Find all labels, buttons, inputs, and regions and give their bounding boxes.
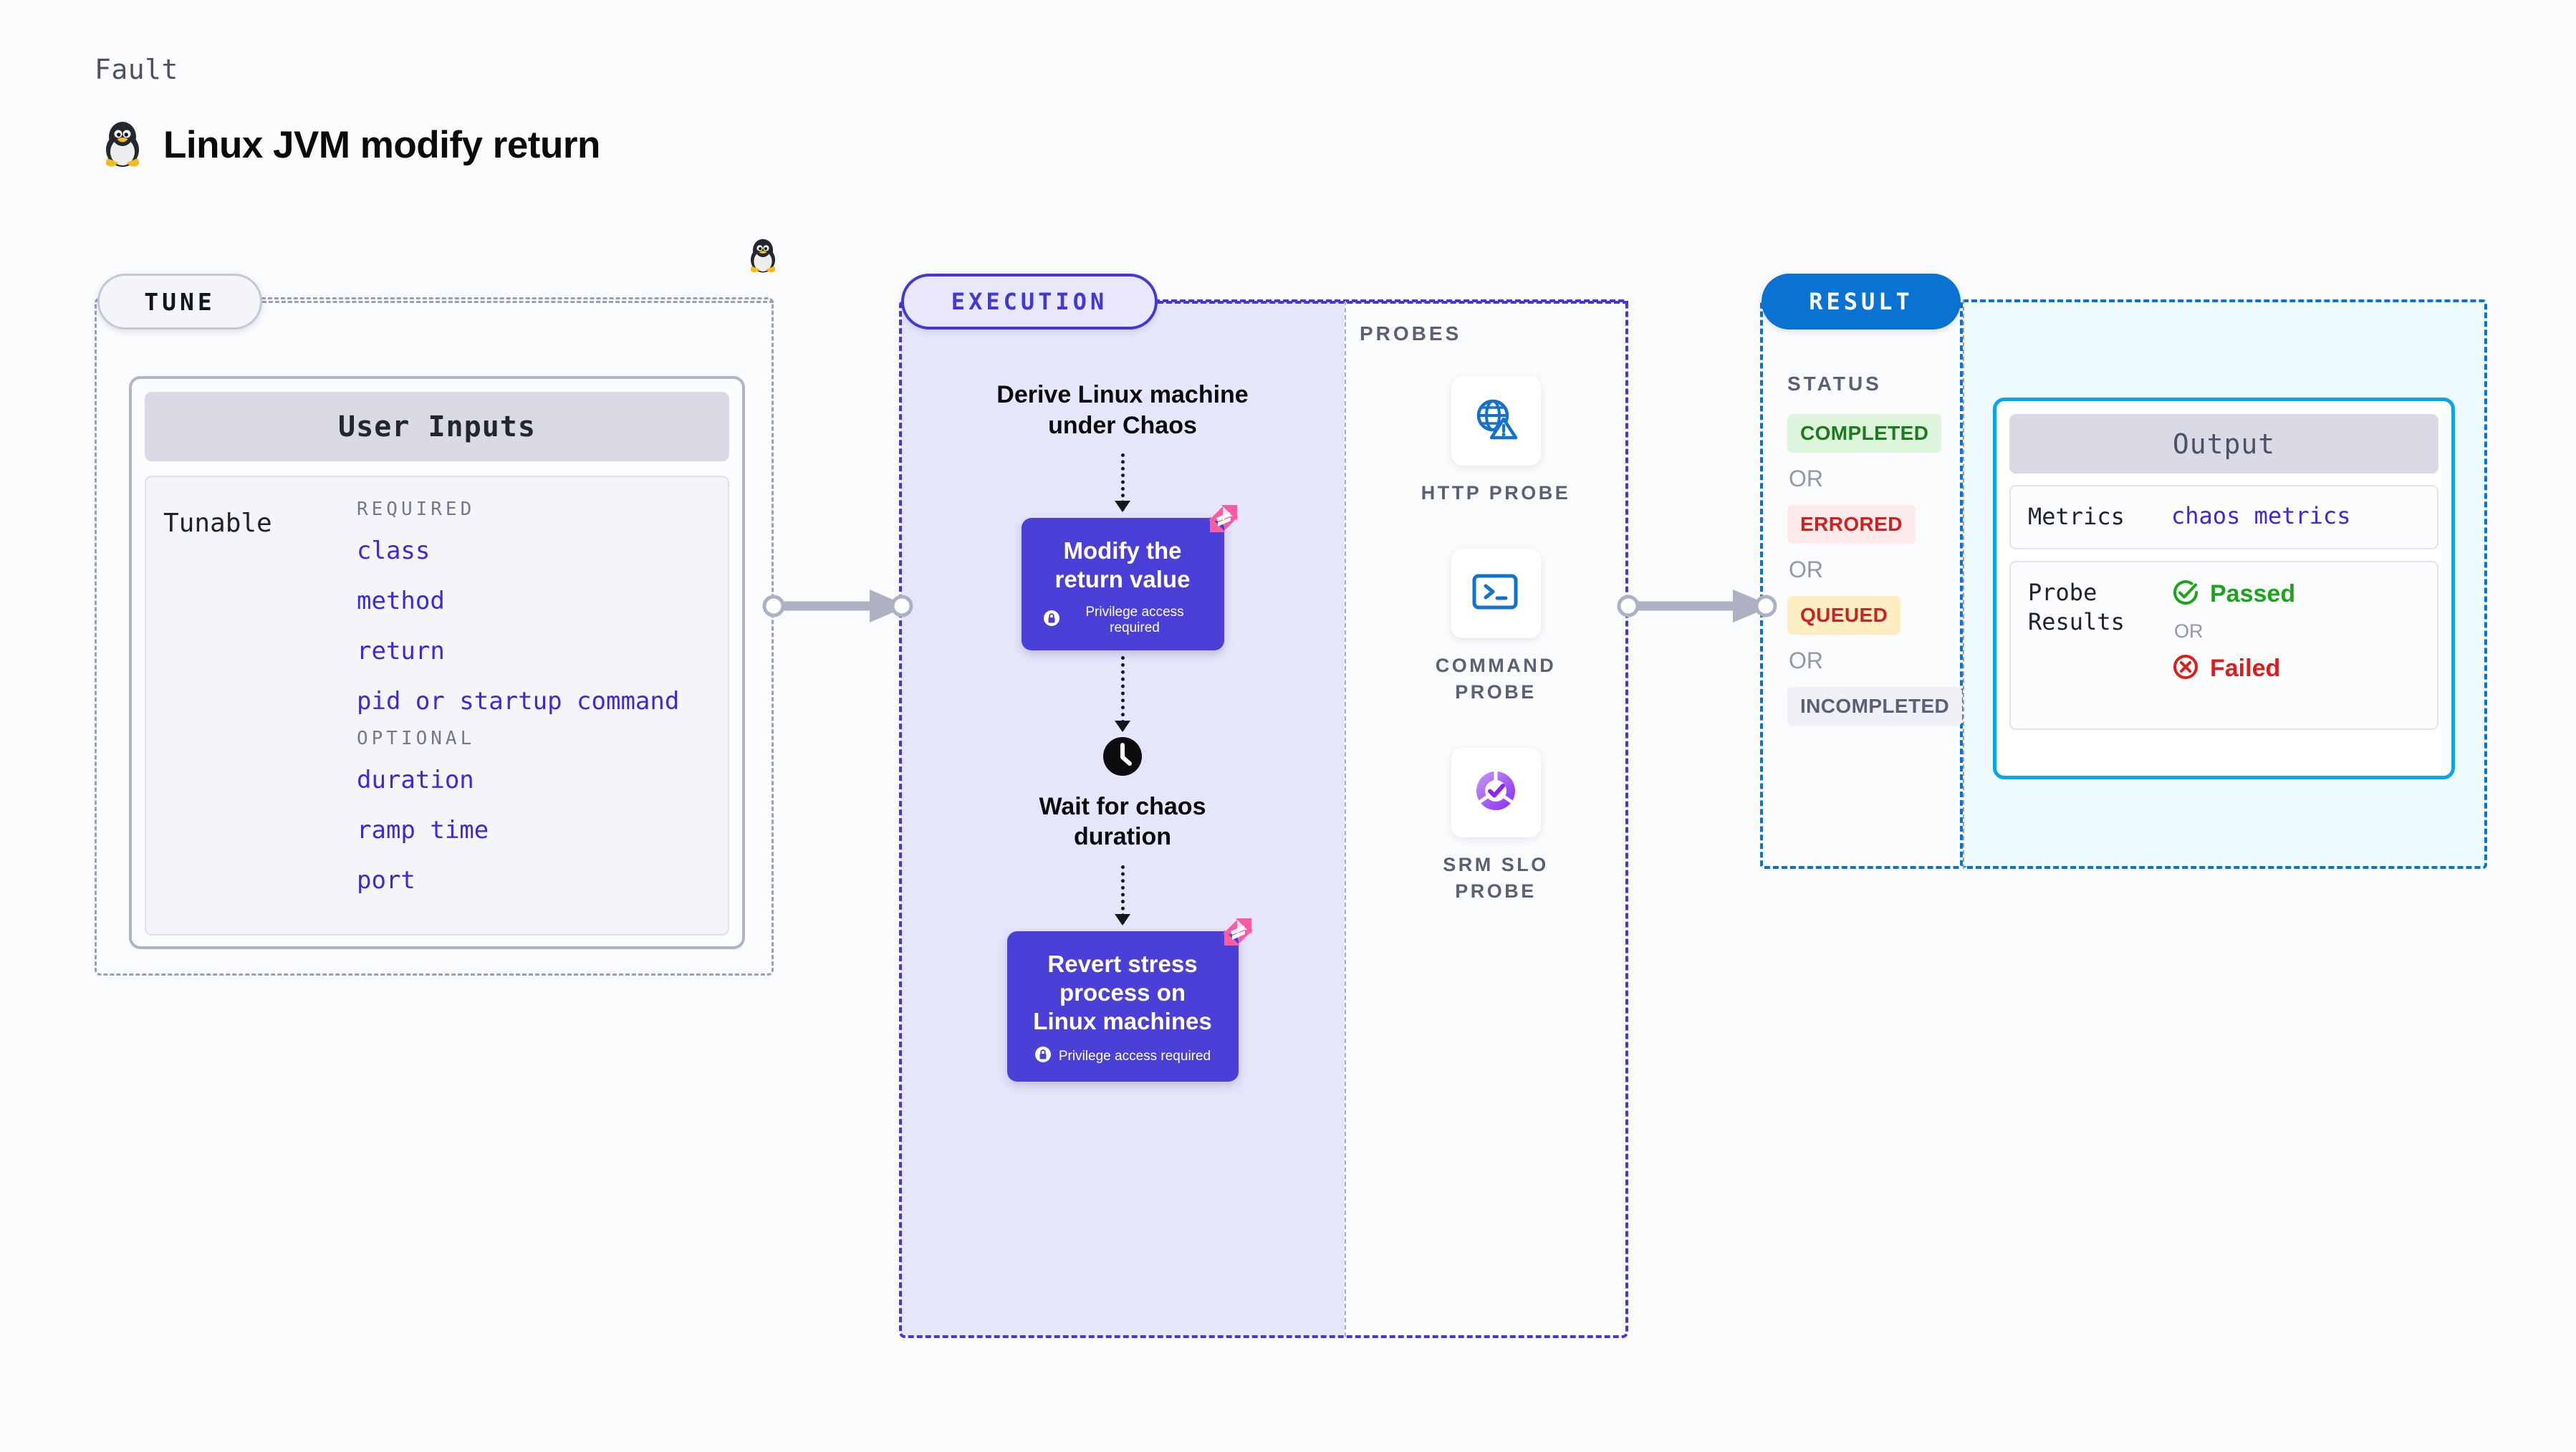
probes-list: HTTP PROBE COMMAND PROBE: [1413, 376, 1578, 947]
tunable-item[interactable]: ramp time: [357, 816, 489, 845]
execution-probes-divider: [1345, 301, 1346, 1337]
or-separator: OR: [2174, 620, 2203, 642]
status-section-label: STATUS: [1787, 372, 1882, 395]
tunable-item[interactable]: pid or startup command: [357, 687, 680, 716]
page-title-row: Linux JVM modify return: [100, 118, 600, 172]
tunable-label: Tunable: [163, 509, 272, 538]
probe-caption: SRM SLO PROBE: [1443, 854, 1549, 902]
output-metrics-row: Metrics chaos metrics: [2009, 485, 2438, 549]
x-circle-icon: [2171, 653, 2200, 685]
probe-item-srm-slo[interactable]: SRM SLO PROBE: [1413, 748, 1578, 904]
privilege-note-text: Privilege access required: [1058, 1049, 1211, 1064]
or-separator: OR: [1789, 557, 1823, 582]
privilege-note: Privilege access required: [1043, 605, 1203, 636]
tunable-item[interactable]: method: [357, 587, 445, 615]
probe-caption: HTTP PROBE: [1421, 482, 1571, 504]
lock-icon: [1034, 1046, 1052, 1067]
linux-penguin-icon: [100, 118, 145, 172]
clock-icon: [1102, 736, 1143, 780]
page-title: Linux JVM modify return: [163, 124, 600, 166]
output-metrics-key: Metrics: [2028, 503, 2125, 530]
tune-pill[interactable]: TUNE: [97, 274, 262, 330]
tunable-item[interactable]: class: [357, 537, 431, 565]
result-inner-divider: [1963, 299, 1964, 869]
tune-top-dash: [262, 301, 774, 303]
probe-tile[interactable]: [1451, 549, 1541, 639]
execution-top-dash: [1158, 301, 1628, 304]
tunable-group-heading-required: REQUIRED: [357, 499, 476, 520]
or-separator: OR: [1789, 466, 1823, 491]
connector-tune-to-execution: [761, 586, 915, 630]
privilege-note-text: Privilege access required: [1085, 604, 1184, 635]
status-badge: INCOMPLETED: [1787, 687, 1963, 726]
tunable-item[interactable]: duration: [357, 766, 474, 794]
probe-result-failed-text: Failed: [2210, 654, 2281, 682]
status-badge: COMPLETED: [1787, 414, 1942, 453]
probe-item-http[interactable]: HTTP PROBE: [1421, 376, 1571, 506]
lock-icon: [1043, 610, 1060, 631]
fault-eyebrow-label: Fault: [95, 54, 178, 85]
output-card: Output Metrics chaos metrics Probe Resul…: [1993, 398, 2455, 779]
probe-result-passed: Passed: [2171, 578, 2295, 610]
probes-section-label: PROBES: [1360, 322, 1462, 345]
execution-action-title: Modify the return value: [1054, 537, 1191, 593]
status-badge-list: COMPLETED OR ERRORED OR QUEUED OR INCOMP…: [1787, 414, 1963, 726]
result-pill[interactable]: RESULT: [1762, 274, 1961, 330]
flow-arrow-down-icon: [1115, 865, 1130, 925]
check-circle-icon: [2171, 578, 2200, 610]
tune-section-box: [95, 297, 774, 976]
output-probe-results-row: Probe Results Passed OR: [2009, 560, 2438, 730]
probe-item-command[interactable]: COMMAND PROBE: [1413, 549, 1578, 705]
probe-tile[interactable]: [1451, 748, 1541, 838]
globe-warning-icon: [1470, 393, 1522, 448]
harness-chaos-badge-icon: [1219, 913, 1257, 955]
tunable-item[interactable]: return: [357, 637, 445, 665]
or-separator: OR: [1789, 648, 1823, 673]
linux-penguin-corner-icon: [746, 236, 779, 277]
output-title: Output: [2009, 414, 2438, 473]
harness-chaos-badge-icon: [1204, 499, 1243, 542]
tunable-list: REQUIRED class method return pid or star…: [357, 499, 711, 913]
probe-result-passed-text: Passed: [2210, 580, 2296, 607]
privilege-note: Privilege access required: [1029, 1046, 1217, 1067]
status-badge: ERRORED: [1787, 505, 1916, 544]
user-inputs-title: User Inputs: [145, 392, 729, 461]
connector-execution-to-result: [1615, 586, 1780, 630]
execution-action-card[interactable]: Modify the return value Privilege access…: [1021, 505, 1239, 650]
tunable-group-heading-optional: OPTIONAL: [357, 728, 476, 749]
status-badge: QUEUED: [1787, 596, 1901, 635]
output-metrics-value[interactable]: chaos metrics: [2171, 502, 2351, 529]
tunable-item[interactable]: port: [357, 866, 415, 895]
result-status-region: [1760, 299, 1963, 869]
execution-pill[interactable]: EXECUTION: [901, 274, 1158, 330]
execution-action-card[interactable]: Revert stress process on Linux machines …: [1006, 918, 1253, 1082]
probe-tile[interactable]: [1451, 376, 1541, 466]
user-inputs-card: User Inputs Tunable REQUIRED class metho…: [129, 376, 745, 949]
terminal-icon: [1470, 569, 1522, 618]
output-probe-results-key: Probe Results: [2028, 578, 2125, 636]
tunable-body: Tunable REQUIRED class method return pid…: [145, 476, 729, 936]
probe-result-failed: Failed: [2171, 653, 2295, 685]
flow-step-text: Wait for chaos duration: [1039, 792, 1206, 851]
execution-flow: Derive Linux machine under Chaos Modify …: [900, 380, 1345, 1082]
flow-step-text: Derive Linux machine under Chaos: [996, 381, 1249, 439]
flow-arrow-down-icon: [1115, 453, 1130, 512]
execution-action-title: Revert stress process on Linux machines: [1033, 950, 1212, 1035]
flow-arrow-down-icon: [1115, 655, 1130, 732]
probe-results-values: Passed OR Failed: [2171, 578, 2295, 713]
probe-caption: COMMAND PROBE: [1435, 655, 1557, 703]
slo-donut-check-icon: [1470, 765, 1522, 820]
